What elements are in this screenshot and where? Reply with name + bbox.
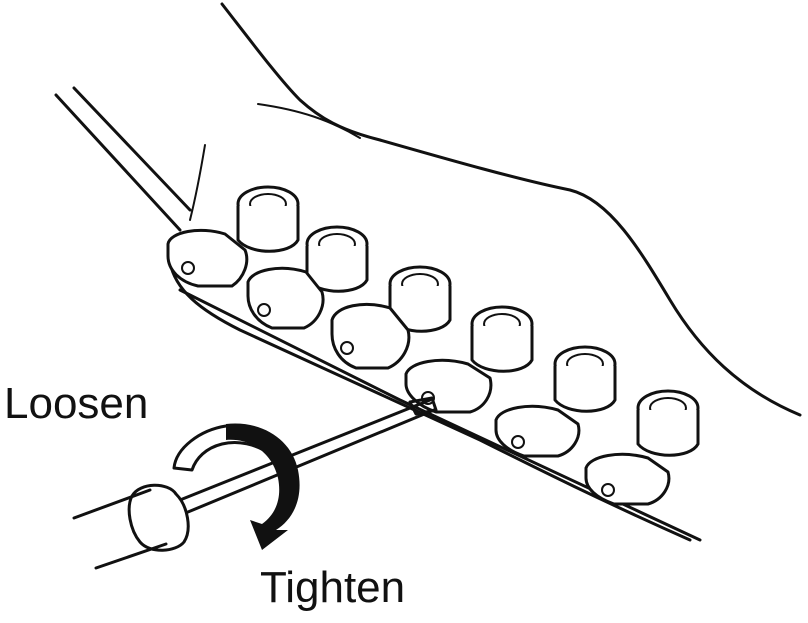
saddle-3 <box>330 265 452 370</box>
rotation-arrow <box>172 423 300 550</box>
bridge-plate-upper-line <box>72 86 192 212</box>
bridge-plate-top-edge <box>54 93 182 232</box>
tighten-label: Tighten <box>260 563 406 612</box>
body-contour-line <box>257 103 361 139</box>
saddle-6 <box>584 389 700 506</box>
arrow-body <box>226 423 300 550</box>
screwdriver-collar <box>127 483 190 552</box>
screwdriver <box>72 396 438 570</box>
loosen-label: Loosen <box>4 379 149 428</box>
saddle-2 <box>246 225 369 330</box>
saddle-5 <box>494 345 617 458</box>
guitar-body-outline <box>220 2 802 417</box>
saddle-1 <box>166 185 300 288</box>
bridge-plate-string-end <box>189 144 206 221</box>
